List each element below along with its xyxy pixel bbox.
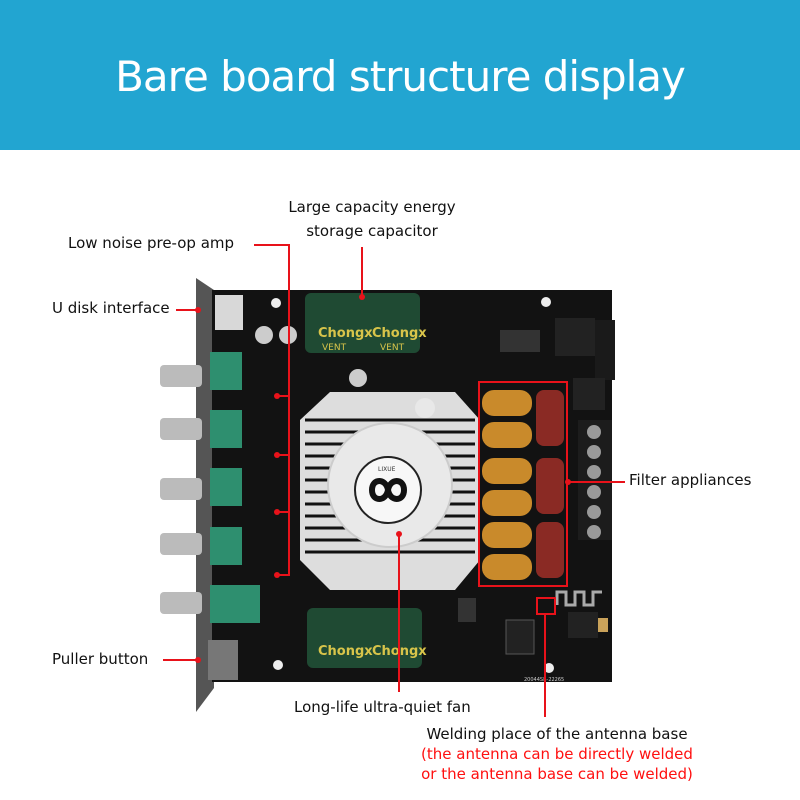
filter-callout: Filter appliances [629,471,752,489]
capacitor-brand: Chongx [372,326,427,341]
puller-button-part [208,640,238,680]
filter-inductors [482,390,564,580]
capacitor-callout: Large capacity energy storage capacitor [262,195,482,243]
capacitor-mark: VENT [322,343,347,353]
puller-callout: Puller button [52,650,149,668]
antenna-callout: Welding place of the antenna base (the a… [392,724,722,784]
capacitor-brand: Chongx [318,326,373,341]
filter-highlight-box [478,381,568,587]
header-banner: Bare board structure display [0,0,800,150]
antenna-callout-title: Welding place of the antenna base [426,725,688,743]
energy-storage-capacitor-bottom: Chongx Chongx [307,608,427,668]
capacitor-brand: Chongx [318,644,373,659]
usb-connector [215,295,243,330]
capacitor-mark: VENT [380,343,405,353]
capacitor-callout-line2: storage capacitor [306,222,438,240]
page-title: Bare board structure display [115,52,686,101]
cooling-fan: LIXUE [327,398,453,548]
antenna-note-line1: (the antenna can be directly welded [421,745,693,763]
fan-callout: Long-life ultra-quiet fan [294,698,471,716]
pcb-antenna-trace [555,590,602,607]
preamp-callout: Low noise pre-op amp [68,234,235,252]
capacitor-callout-line1: Large capacity energy [288,198,456,216]
energy-storage-capacitor-top: Chongx Chongx VENT VENT [305,293,427,353]
terminal-block [578,420,612,540]
fan-brand: LIXUE [378,466,396,473]
antenna-note-line2: or the antenna base can be welded) [421,765,693,783]
antenna-highlight-box [536,597,556,615]
usb-callout: U disk interface [52,299,170,317]
knobs [160,352,260,623]
